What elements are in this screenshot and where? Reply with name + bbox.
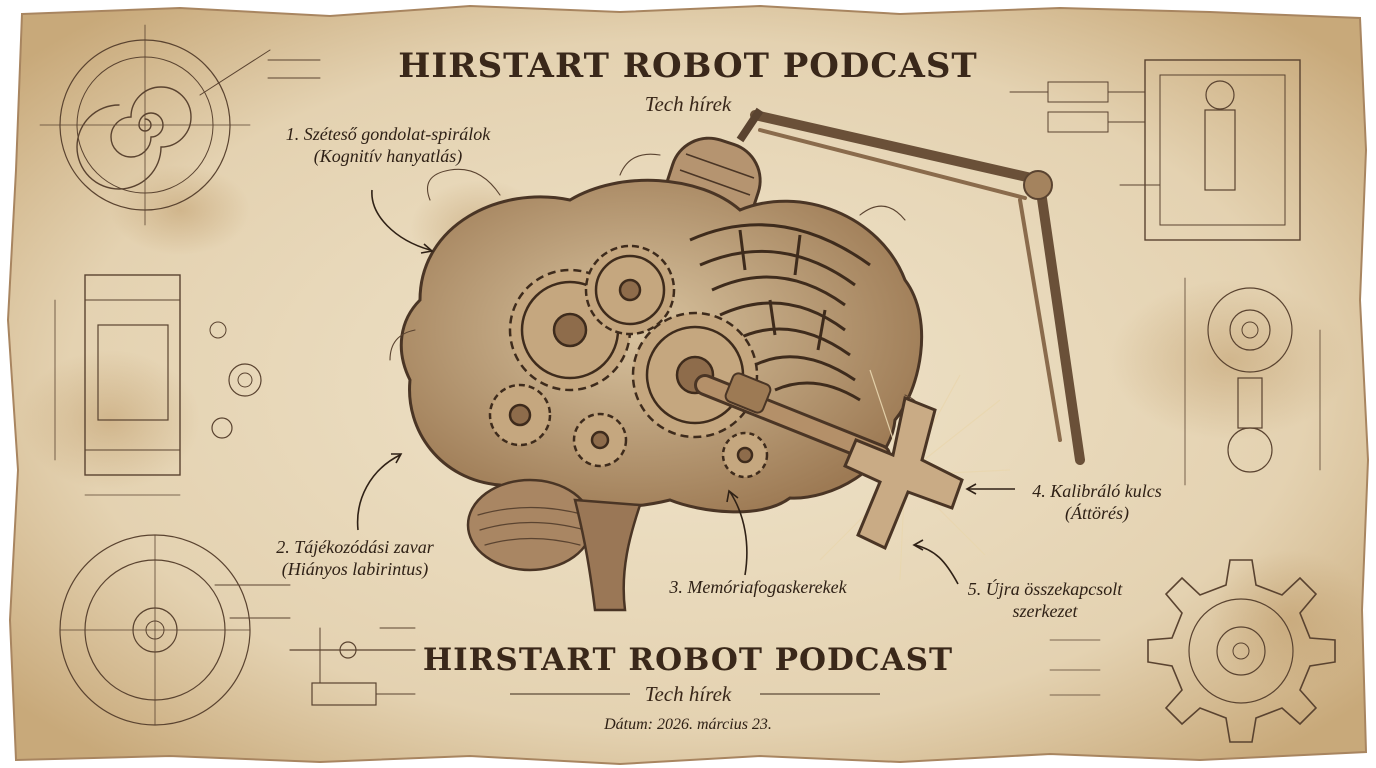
circuit-diagram-icon: [289, 627, 416, 706]
annotation-3: 3. Memóriafogaskerekek: [648, 576, 868, 598]
arrow-3-icon: [729, 491, 748, 576]
arrow-2-icon: [356, 454, 401, 531]
annotation-2-number: 2.: [276, 537, 290, 557]
annotation-2: 2. Tájékozódási zavar (Hiányos labirintu…: [255, 536, 455, 580]
annotation-1-line2: (Kognitív hanyatlás): [313, 146, 463, 166]
annotation-5-number: 5.: [967, 579, 982, 599]
annotation-3-text: Memóriafogaskerekek: [687, 577, 847, 597]
footer-subtitle: Tech hírek: [644, 682, 732, 706]
bottom-left-gear-diagram-icon: [59, 534, 291, 726]
annotation-2-text: Tájékozódási zavar: [294, 537, 434, 557]
annotation-1-number: 1.: [285, 124, 300, 144]
annotation-3-line1: 3. Memóriafogaskerekek: [648, 576, 868, 598]
annotation-1-text: Széteső gondolat-spirálok: [303, 124, 491, 144]
spiral-diagram-icon: [39, 24, 321, 226]
arrow-5-icon: [914, 544, 959, 585]
header-subtitle: Tech hírek: [644, 92, 732, 116]
annotation-4-number: 4.: [1032, 481, 1046, 501]
annotation-3-number: 3.: [669, 577, 683, 597]
bottom-right-gear-diagram-icon: [1049, 559, 1336, 743]
right-mechanism-diagram-icon: [1184, 277, 1321, 486]
header-title: HIRSTART ROBOT PODCAST: [398, 46, 978, 86]
cross-section-diagram-icon: [54, 274, 262, 496]
annotation-arrows: [356, 189, 1015, 585]
footer-title: HIRSTART ROBOT PODCAST: [422, 642, 954, 678]
annotation-2-line1: 2. Tájékozódási zavar: [255, 536, 455, 558]
annotation-2-line2: (Hiányos labirintus): [281, 559, 429, 579]
top-right-schematic-icon: [1009, 59, 1301, 241]
annotation-1-line1: 1. Széteső gondolat-spirálok: [268, 123, 508, 145]
microphone-arm-icon: [750, 110, 1085, 465]
annotation-4-line1: 4. Kalibráló kulcs: [1012, 480, 1182, 502]
footer-date: Dátum: 2026. március 23.: [604, 716, 772, 733]
annotation-5-line2: szerkezet: [1012, 601, 1078, 621]
annotation-5: 5. Újra összekapcsolt szerkezet: [950, 578, 1140, 622]
annotation-4-line2: (Áttörés): [1065, 503, 1129, 523]
annotation-1: 1. Széteső gondolat-spirálok (Kognitív h…: [268, 123, 508, 167]
annotation-4-text: Kalibráló kulcs: [1050, 481, 1162, 501]
annotation-4: 4. Kalibráló kulcs (Áttörés): [1012, 480, 1182, 524]
calibration-key-icon: [694, 369, 1011, 581]
annotation-5-line1: 5. Újra összekapcsolt: [950, 578, 1140, 600]
arrow-1-icon: [371, 189, 431, 251]
annotation-5-text: Újra összekapcsolt: [985, 579, 1123, 599]
